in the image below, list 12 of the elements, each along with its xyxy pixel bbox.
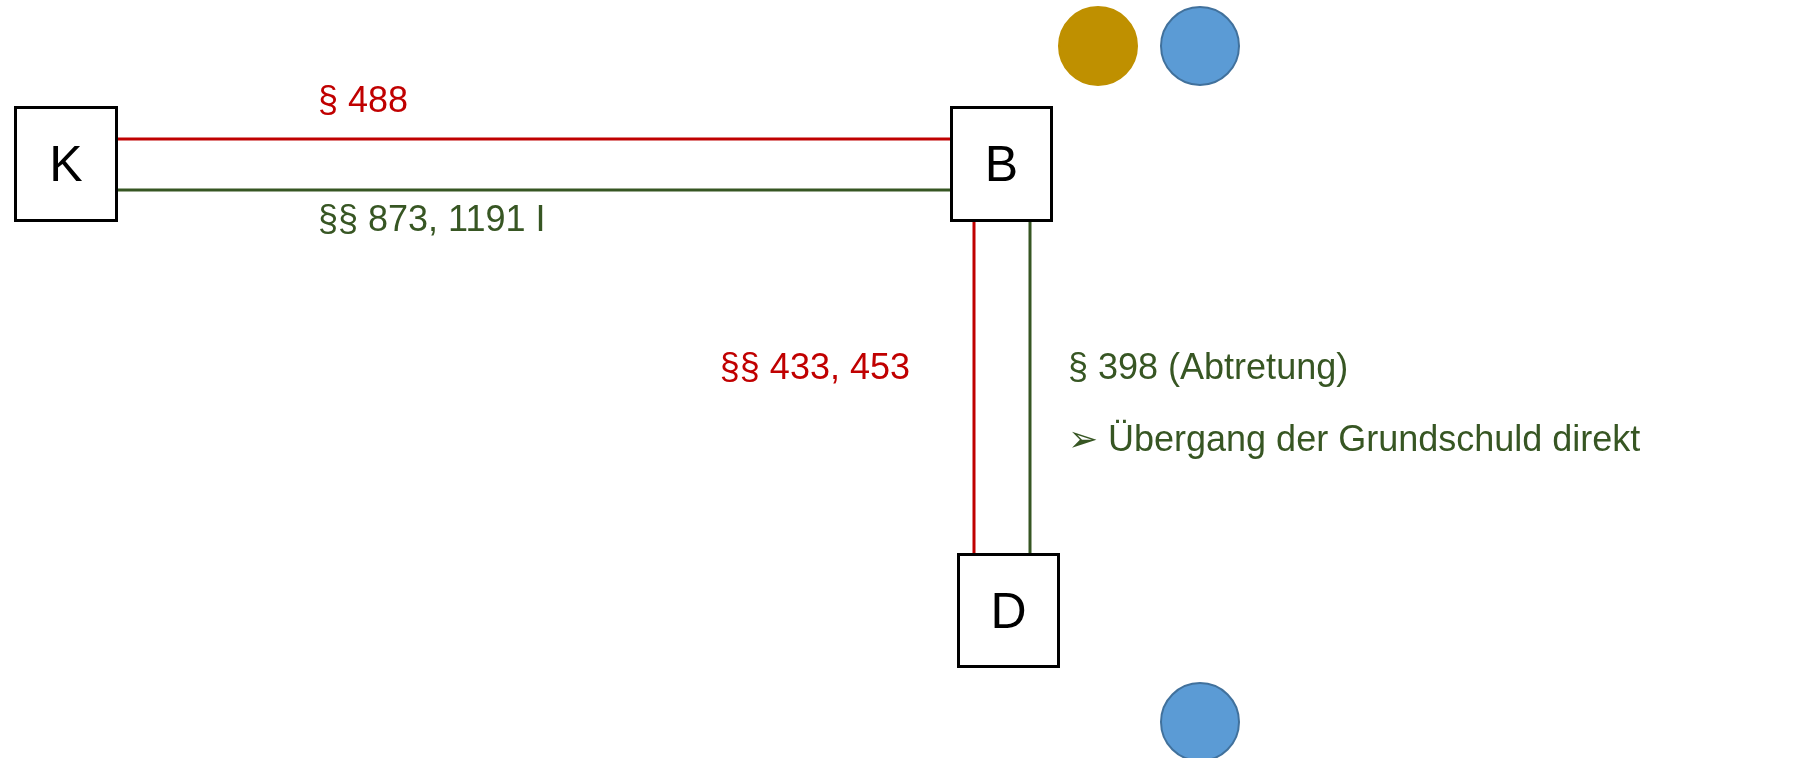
connector-line [972, 222, 976, 553]
party-box: K [14, 106, 118, 222]
connector-line [1028, 222, 1032, 553]
connector-line [118, 188, 950, 192]
edge-label: §§ 433, 453 [719, 345, 910, 388]
edge-label: §§ 873, 1191 I [318, 198, 546, 240]
note-text: ➢ Übergang der Grundschuld direkt [1068, 418, 1641, 460]
party-box: B [950, 106, 1053, 222]
edge-label: § 488 [318, 79, 409, 121]
party-box: D [957, 553, 1060, 668]
edge-label: § 398 (Abtretung) [1068, 345, 1349, 388]
connector-line [118, 137, 950, 141]
